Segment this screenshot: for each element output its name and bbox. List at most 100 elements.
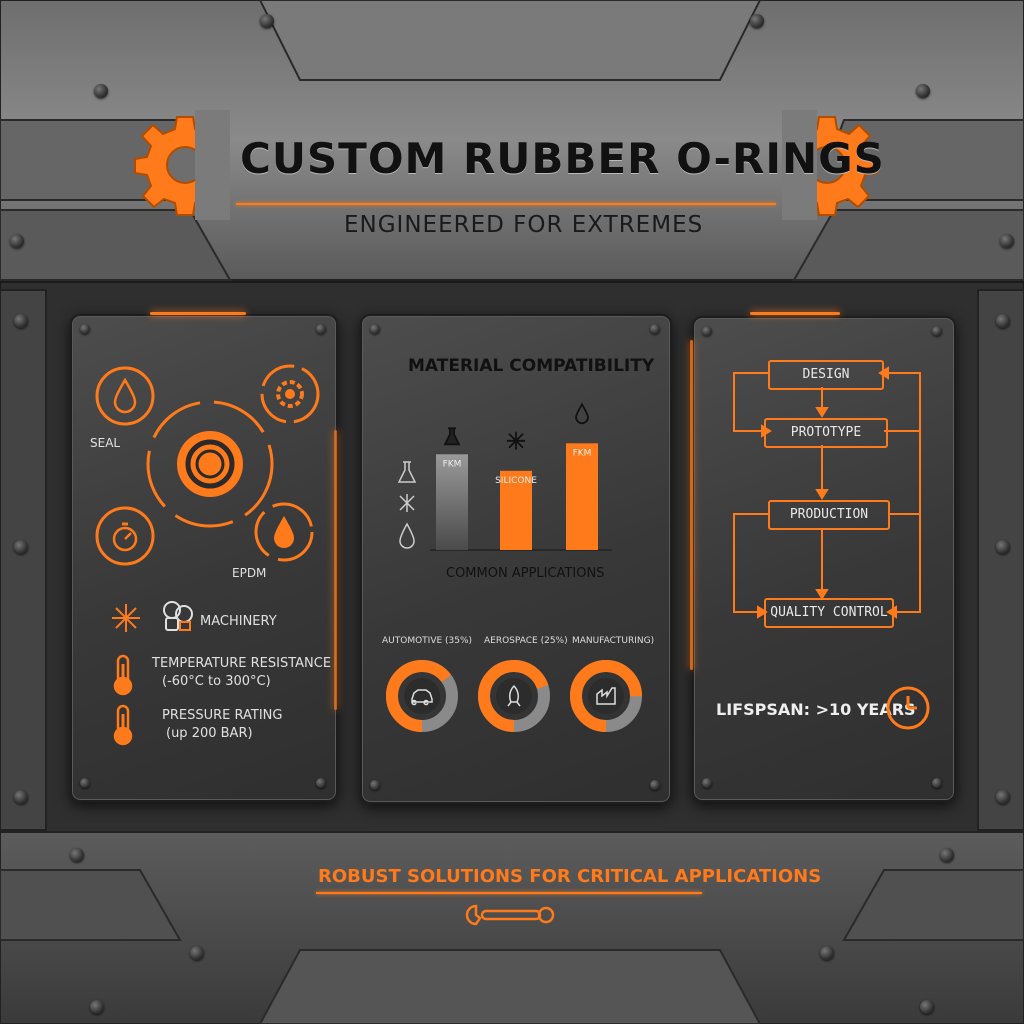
bolt bbox=[316, 778, 326, 788]
oil-drop-icon bbox=[254, 502, 314, 562]
bolt bbox=[996, 314, 1010, 328]
bolt bbox=[190, 946, 204, 960]
snowflake-icon bbox=[112, 604, 140, 632]
bolt bbox=[650, 780, 660, 790]
thermometer-icon bbox=[113, 704, 133, 746]
seal-label: SEAL bbox=[90, 436, 121, 450]
applications-donuts bbox=[386, 660, 642, 732]
applications-label: COMMON APPLICATIONS bbox=[446, 566, 605, 581]
bolt bbox=[932, 326, 942, 336]
title-divider bbox=[236, 203, 776, 205]
bolt bbox=[996, 790, 1010, 804]
pressure-label: PRESSURE RATING bbox=[162, 708, 283, 723]
donut-1 bbox=[478, 660, 550, 732]
bolt bbox=[702, 778, 712, 788]
bolt bbox=[370, 324, 380, 334]
donut-2 bbox=[570, 660, 642, 732]
flow-step-prototype: PROTOTYPE bbox=[764, 418, 888, 448]
pressure-value: (up 200 BAR) bbox=[166, 726, 253, 741]
flow-step-production: PRODUCTION bbox=[768, 500, 890, 530]
bar-label: FKM bbox=[443, 459, 462, 469]
rocket-icon bbox=[496, 678, 532, 714]
process-panel bbox=[692, 316, 956, 802]
flask-icon bbox=[397, 461, 417, 483]
donut-arc bbox=[386, 660, 458, 732]
donut-label-aerospace: AEROSPACE (25%) bbox=[484, 636, 568, 646]
page-title: CUSTOM RUBBER O-RINGS bbox=[240, 134, 885, 183]
bolt bbox=[820, 946, 834, 960]
bolt bbox=[260, 14, 274, 28]
car-icon bbox=[404, 678, 440, 714]
car-icon-glyph bbox=[411, 689, 433, 706]
bar-fkm-2 bbox=[566, 443, 598, 550]
footer-tagline: ROBUST SOLUTIONS FOR CRITICAL APPLICATIO… bbox=[318, 866, 822, 887]
bolt bbox=[80, 778, 90, 788]
rocket-icon-glyph bbox=[507, 684, 521, 707]
bolt bbox=[10, 234, 24, 248]
o-ring-icon bbox=[146, 400, 274, 528]
chart-title: MATERIAL COMPATIBILITY bbox=[408, 356, 655, 376]
bolt bbox=[650, 324, 660, 334]
oil-drop-icon bbox=[399, 522, 415, 549]
donut-arc bbox=[570, 660, 642, 732]
epdm-label: EPDM bbox=[232, 566, 267, 580]
bar-silicone-1 bbox=[500, 470, 532, 550]
donut-label-manufacturing: MANUFACTURING) bbox=[572, 636, 655, 646]
oil-drop-icon bbox=[575, 402, 589, 425]
panel-glow bbox=[690, 340, 693, 670]
bolt bbox=[14, 790, 28, 804]
bolt bbox=[14, 314, 28, 328]
clock-icon bbox=[886, 686, 930, 730]
donut-arc bbox=[478, 660, 550, 732]
bolt bbox=[94, 84, 108, 98]
properties-diagram bbox=[95, 364, 320, 746]
process-flow-arrows bbox=[733, 366, 921, 619]
footer-divider bbox=[316, 892, 702, 894]
bar-fkm-0 bbox=[436, 454, 468, 550]
bolt bbox=[702, 326, 712, 336]
wrench-icon bbox=[465, 904, 555, 926]
snowflake-icon bbox=[399, 494, 415, 512]
flask-icon bbox=[443, 427, 461, 446]
stopwatch-icon bbox=[95, 506, 155, 566]
water-drop-icon bbox=[95, 366, 155, 426]
donut-label-automotive: AUTOMOTIVE (35%) bbox=[382, 636, 473, 646]
donut-0 bbox=[386, 660, 458, 732]
bolt bbox=[80, 324, 90, 334]
temperature-label: TEMPERATURE RESISTANCE bbox=[152, 656, 332, 671]
bolt bbox=[916, 84, 930, 98]
bolt bbox=[932, 778, 942, 788]
bolt bbox=[750, 14, 764, 28]
snowflake-icon bbox=[507, 431, 525, 450]
gear-left-icon bbox=[134, 110, 230, 220]
bolt bbox=[14, 540, 28, 554]
bar-label: FKM bbox=[573, 448, 592, 458]
machinery-label: MACHINERY bbox=[200, 614, 277, 629]
bolt bbox=[370, 780, 380, 790]
bolt bbox=[920, 1000, 934, 1014]
gear-right-icon bbox=[782, 110, 878, 220]
bolt bbox=[996, 540, 1010, 554]
flow-step-quality-control: QUALITY CONTROL bbox=[764, 598, 894, 628]
bolt bbox=[316, 324, 326, 334]
material-bar-chart: FKM SILICONE FKM bbox=[430, 402, 612, 551]
factory-icon bbox=[588, 678, 624, 714]
gear-icon bbox=[260, 364, 320, 424]
temperature-value: (-60°C to 300°C) bbox=[162, 674, 271, 689]
bolt bbox=[1000, 234, 1014, 248]
bar-label: SILICONE bbox=[495, 476, 537, 486]
lifespan-text: LIFSPSAN: >10 YEARS bbox=[716, 700, 916, 719]
chart-side-icons bbox=[397, 461, 417, 549]
panel-glow bbox=[334, 430, 337, 710]
flow-step-design: DESIGN bbox=[768, 360, 884, 390]
bolt bbox=[940, 848, 954, 862]
page-subtitle: ENGINEERED FOR EXTREMES bbox=[344, 212, 704, 238]
factory-icon-glyph bbox=[596, 687, 616, 705]
bolt bbox=[90, 1000, 104, 1014]
bolt bbox=[70, 848, 84, 862]
chemical-icon bbox=[163, 601, 193, 631]
panel-glow bbox=[750, 312, 840, 315]
thermometer-icon bbox=[113, 654, 133, 696]
panel-glow bbox=[150, 312, 246, 315]
